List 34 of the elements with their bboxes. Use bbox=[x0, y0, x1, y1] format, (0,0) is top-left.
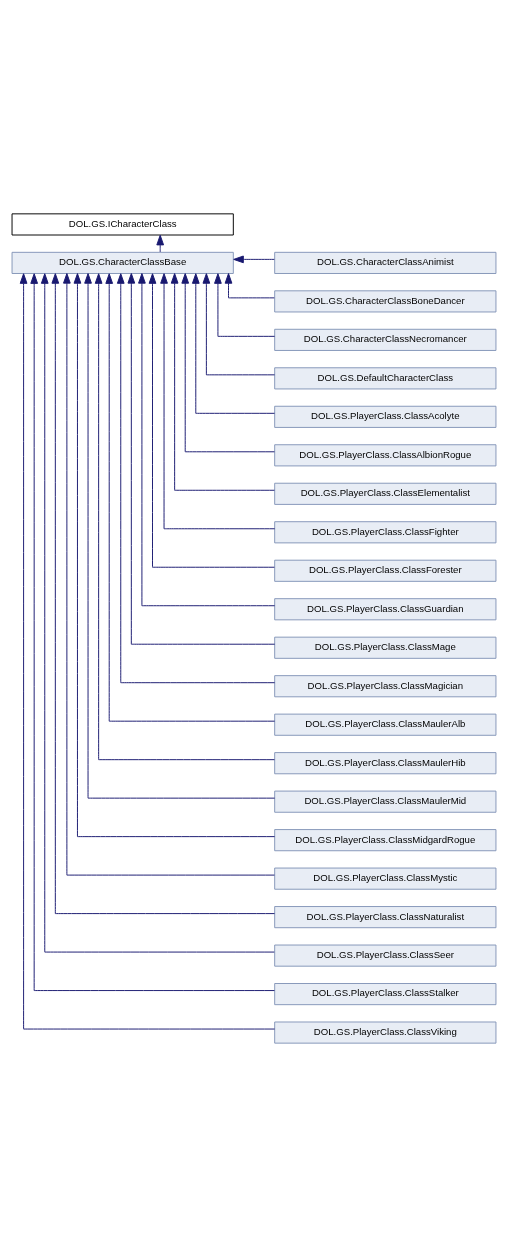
node-box: DOL.GS.PlayerClass.ClassElementalist bbox=[274, 482, 497, 505]
node-box: DOL.GS.PlayerClass.ClassForester bbox=[274, 559, 497, 582]
arrow bbox=[233, 255, 275, 263]
node-box: DOL.GS.PlayerClass.ClassAcolyte bbox=[274, 405, 497, 428]
node-box: DOL.GS.PlayerClass.ClassMystic bbox=[274, 867, 497, 890]
node-box: DOL.GS.PlayerClass.ClassStalker bbox=[274, 982, 497, 1005]
node-box: DOL.GS.PlayerClass.ClassMaulerHib bbox=[274, 751, 497, 774]
node-box: DOL.GS.CharacterClassNecromancer bbox=[274, 328, 497, 351]
node-box: DOL.GS.PlayerClass.ClassGuardian bbox=[274, 597, 497, 620]
arrow bbox=[160, 272, 276, 529]
node-box: DOL.GS.PlayerClass.ClassMidgardRogue bbox=[274, 828, 497, 851]
node-box: DOL.GS.PlayerClass.ClassViking bbox=[274, 1021, 497, 1044]
node-box: DOL.GS.PlayerClass.ClassAlbionRogue bbox=[274, 443, 497, 466]
arrow bbox=[181, 272, 275, 452]
arrow bbox=[127, 272, 276, 645]
node-box: DOL.GS.PlayerClass.ClassMaulerAlb bbox=[274, 713, 497, 736]
node-box: DOL.GS.PlayerClass.ClassMaulerMid bbox=[274, 790, 497, 813]
node-box: DOL.GS.PlayerClass.ClassMage bbox=[274, 636, 497, 659]
node-box: DOL.GS.CharacterClassBoneDancer bbox=[274, 289, 497, 312]
arrow bbox=[202, 272, 276, 375]
node-box: DOL.GS.ICharacterClass bbox=[11, 212, 234, 235]
node-box: DOL.GS.PlayerClass.ClassFighter bbox=[274, 520, 497, 543]
arrow bbox=[170, 272, 275, 491]
node-box: DOL.GS.CharacterClassBase bbox=[11, 251, 234, 274]
arrow bbox=[214, 272, 276, 337]
arrow bbox=[148, 272, 275, 568]
node-box: DOL.GS.PlayerClass.ClassSeer bbox=[274, 944, 497, 967]
node-box: DOL.GS.PlayerClass.ClassMagician bbox=[274, 674, 497, 697]
arrow bbox=[191, 272, 275, 414]
node-box: DOL.GS.CharacterClassAnimist bbox=[274, 251, 497, 274]
node-box: DOL.GS.DefaultCharacterClass bbox=[274, 366, 497, 389]
node-box: DOL.GS.PlayerClass.ClassNaturalist bbox=[274, 905, 497, 928]
arrow bbox=[224, 272, 275, 298]
arrow bbox=[138, 272, 276, 606]
